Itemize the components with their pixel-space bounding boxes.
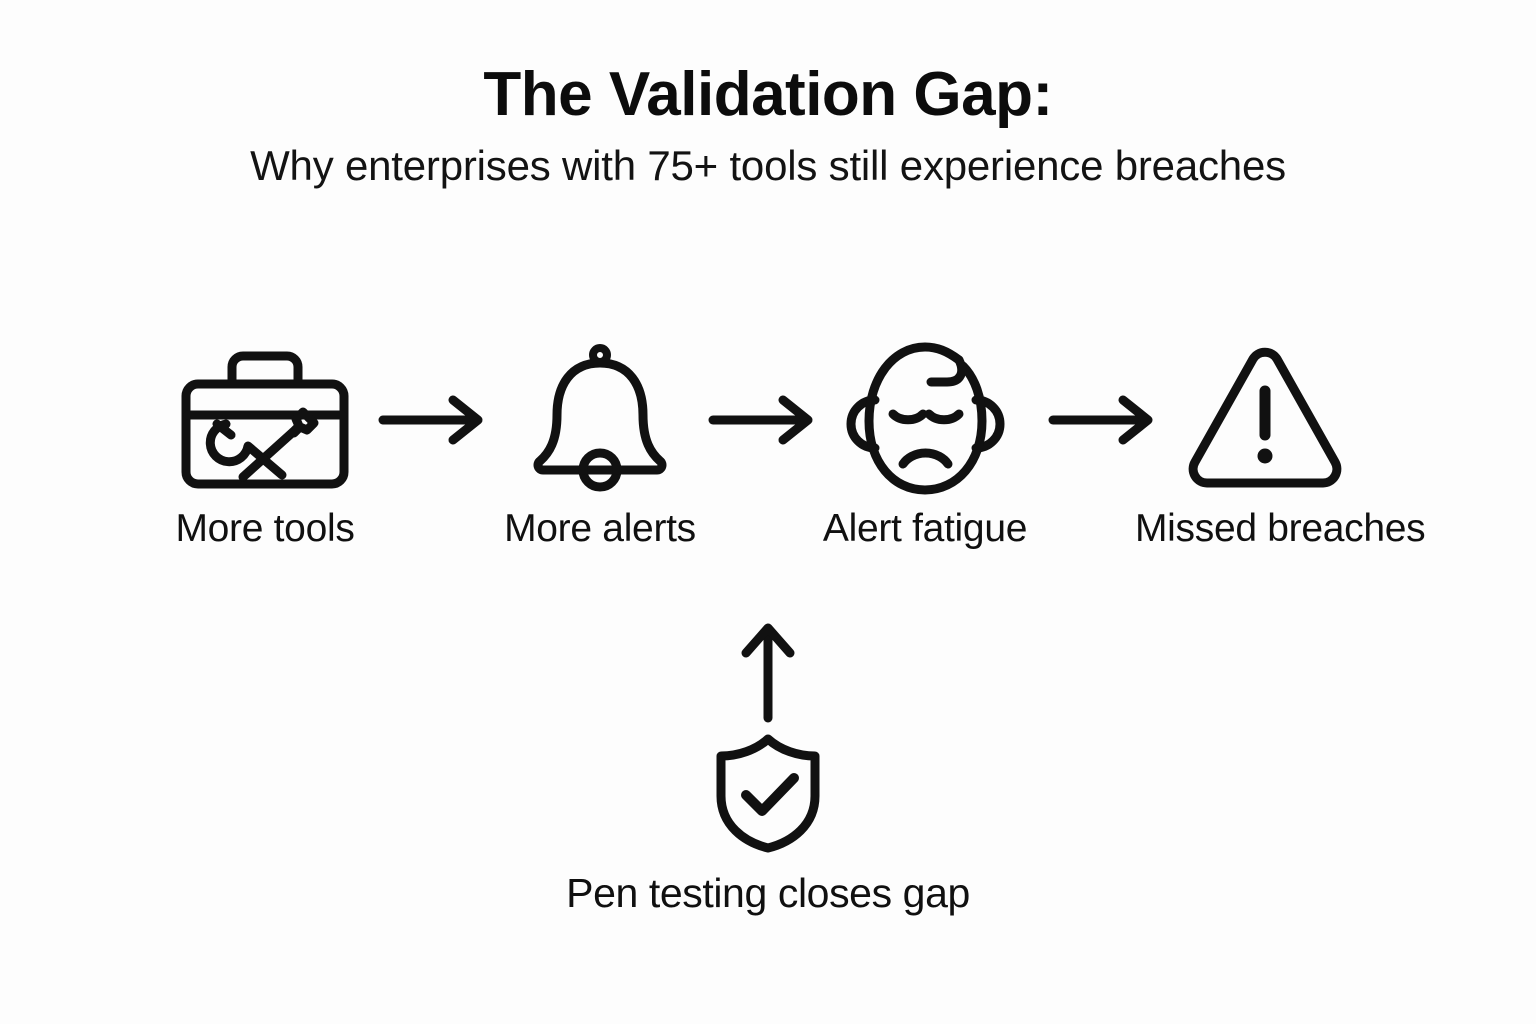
warning-triangle-icon — [1135, 330, 1395, 505]
arrow-up-icon — [0, 620, 1536, 730]
flow-node-missed-breaches: Missed breaches — [1135, 330, 1426, 551]
page-subtitle: Why enterprises with 75+ tools still exp… — [250, 142, 1286, 190]
branch-label: Pen testing closes gap — [566, 870, 970, 916]
bell-icon — [470, 330, 730, 505]
flow-node-label: Missed breaches — [1135, 507, 1426, 550]
flow-node-label: More alerts — [504, 507, 696, 550]
flow-node-label: Alert fatigue — [822, 507, 1028, 550]
shield-check-icon — [0, 730, 1536, 860]
page-title: The Validation Gap: — [483, 60, 1053, 129]
arrow-right-icon — [705, 390, 825, 450]
header: The Validation Gap: Why enterprises with… — [0, 62, 1536, 189]
arrow-right-icon — [1045, 390, 1165, 450]
flow-row: More tools More alert — [0, 330, 1536, 590]
flow-node-more-tools: More tools — [135, 330, 395, 551]
arrow-right-icon — [375, 390, 495, 450]
flow-node-more-alerts: More alerts — [470, 330, 730, 551]
toolbox-icon — [135, 330, 395, 505]
flow-node-label: More tools — [175, 507, 355, 550]
tired-face-icon — [795, 330, 1055, 505]
flow-node-alert-fatigue: Alert fatigue — [795, 330, 1055, 551]
